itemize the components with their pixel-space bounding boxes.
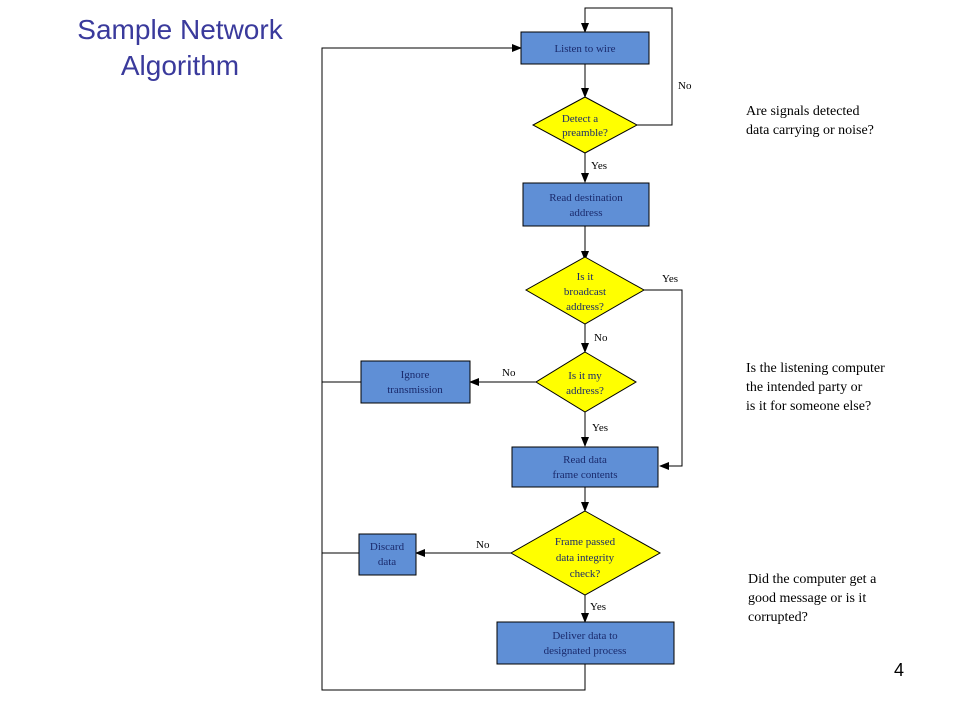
svg-text:address: address xyxy=(570,207,603,219)
svg-text:address?: address? xyxy=(566,385,604,397)
svg-text:Frame passed: Frame passed xyxy=(555,536,616,548)
svg-text:Discard: Discard xyxy=(370,541,405,553)
edge-return-loop xyxy=(321,44,586,691)
label-broadcast-yes: Yes xyxy=(662,273,678,285)
node-broadcast: Is it broadcast address? xyxy=(524,256,646,325)
node-listen: Listen to wire xyxy=(520,31,650,65)
svg-text:address?: address? xyxy=(566,301,604,313)
edge-detect-no xyxy=(581,7,673,126)
node-integrity-check: Frame passed data integrity check? xyxy=(509,510,662,596)
node-read-data: Read data frame contents xyxy=(511,446,659,488)
node-detect-preamble: Detect a preamble? xyxy=(531,96,639,154)
svg-text:transmission: transmission xyxy=(387,384,443,396)
edge-broadcast-yes xyxy=(644,289,683,470)
label-detect-yes: Yes xyxy=(591,160,607,172)
note-good-message: Did the computer get a good message or i… xyxy=(748,572,877,625)
label-detect-no: No xyxy=(678,80,692,92)
svg-text:data integrity: data integrity xyxy=(556,552,615,564)
node-discard: Discard data xyxy=(358,533,417,576)
svg-text:Is it my: Is it my xyxy=(568,370,602,382)
svg-text:Detect a: Detect a xyxy=(562,113,598,125)
note-signals: Are signals detected data carrying or no… xyxy=(746,104,874,138)
svg-text:Is it: Is it xyxy=(577,271,594,283)
svg-text:Deliver data to: Deliver data to xyxy=(552,630,618,642)
note-listening: Is the listening computer the intended p… xyxy=(746,361,885,414)
svg-text:Read data: Read data xyxy=(563,454,607,466)
svg-text:Read destination: Read destination xyxy=(549,192,623,204)
svg-text:check?: check? xyxy=(570,568,601,580)
node-deliver: Deliver data to designated process xyxy=(496,621,675,665)
slide-title: Sample Network Algorithm xyxy=(77,14,283,81)
node-read-destination: Read destination address xyxy=(522,182,650,227)
node-ignore: Ignore transmission xyxy=(360,360,471,404)
svg-text:preamble?: preamble? xyxy=(562,127,608,139)
svg-text:frame contents: frame contents xyxy=(552,469,617,481)
svg-text:broadcast: broadcast xyxy=(564,286,606,298)
page-number: 4 xyxy=(893,660,904,680)
label-integrity-no: No xyxy=(476,539,490,551)
label-my-yes: Yes xyxy=(592,422,608,434)
label-integrity-yes: Yes xyxy=(590,601,606,613)
label-broadcast-no: No xyxy=(594,332,608,344)
svg-text:Ignore: Ignore xyxy=(401,369,430,381)
svg-text:data: data xyxy=(378,556,396,568)
label-my-no: No xyxy=(502,367,516,379)
svg-text:Listen to wire: Listen to wire xyxy=(554,43,615,55)
svg-text:designated process: designated process xyxy=(544,645,627,657)
node-my-address: Is it my address? xyxy=(535,351,637,413)
